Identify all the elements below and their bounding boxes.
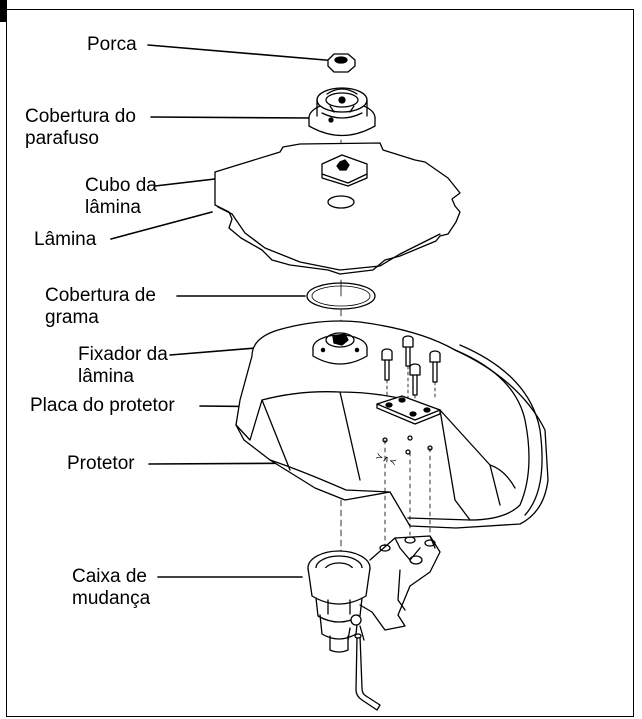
label-cubo-line2: lâmina <box>85 197 141 218</box>
label-cubo-line1: Cubo da <box>85 175 157 196</box>
page-corner-mark <box>0 0 7 22</box>
assembly-guides <box>384 439 431 549</box>
leader-porca <box>147 44 338 62</box>
label-placa-protetor: Placa do protetor <box>30 395 175 416</box>
nut-part <box>327 53 356 73</box>
blade-part <box>214 142 461 275</box>
blade-holder-part <box>312 332 368 365</box>
label-fixador-line2: lâmina <box>78 366 134 387</box>
label-protetor: Protetor <box>67 453 135 474</box>
label-cobertura-grama-line2: grama <box>45 307 99 328</box>
screws-part <box>381 335 441 401</box>
leader-lamina <box>110 211 213 240</box>
label-cobertura-grama-line1: Cobertura de <box>45 285 156 306</box>
label-lamina: Lâmina <box>34 229 97 250</box>
label-caixa-line1: Caixa de <box>72 566 147 587</box>
label-cobertura-parafuso-line2: parafuso <box>25 128 99 149</box>
gearbox-part <box>307 535 441 653</box>
bolt-cover-part <box>308 87 376 137</box>
hex-key-tool <box>354 633 381 711</box>
label-cobertura-parafuso-line1: Cobertura do <box>25 106 136 127</box>
label-fixador-line1: Fixador da <box>78 344 168 365</box>
leader-cobertura-parafuso <box>150 116 313 119</box>
label-porca: Porca <box>87 34 137 55</box>
blade-hub-part <box>321 154 368 187</box>
guard-part: ≻∧≺ <box>235 320 549 529</box>
guard-plate-part <box>376 395 441 425</box>
grass-cover-part <box>306 282 376 310</box>
label-caixa-line2: mudança <box>72 588 151 609</box>
